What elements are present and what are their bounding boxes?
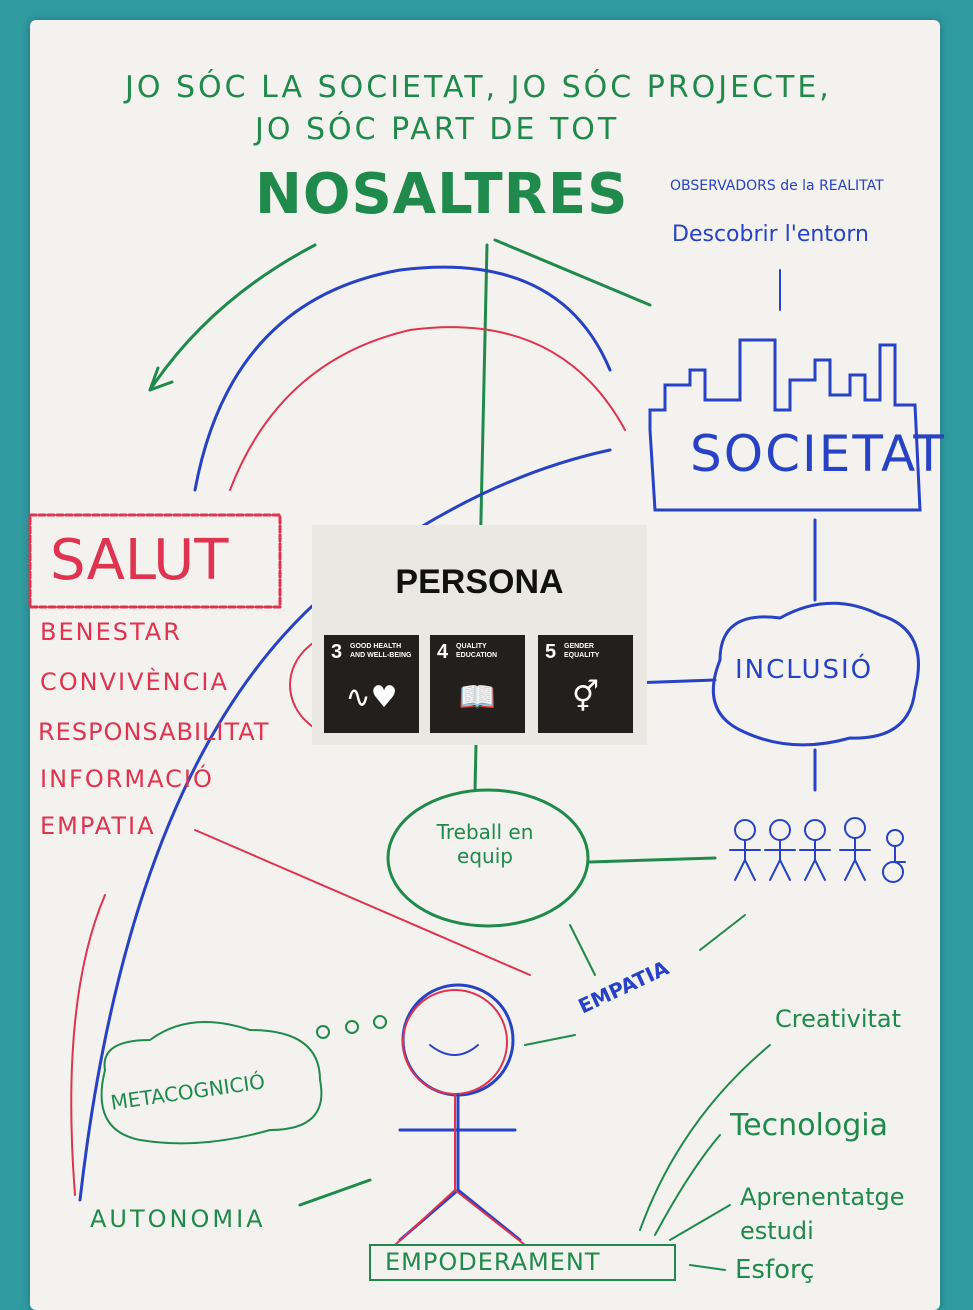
persona-title: PERSONA [395, 563, 564, 601]
branch-esforc: Esforç [735, 1255, 815, 1285]
salut-item: EMPATIA [40, 812, 156, 840]
salut-item: BENESTAR [40, 618, 182, 646]
branch-tecnologia: Tecnologia [730, 1108, 888, 1143]
book-icon: 📖 [458, 680, 497, 715]
salut-label: SALUT [50, 528, 229, 593]
goal-number: 3 [331, 641, 343, 663]
sdg-goal-5: 5 GENDER EQUALITY ⚥ [538, 635, 633, 733]
empowerment-label: EMPODERAMENT [385, 1248, 601, 1276]
sdg-goal-4: 4 QUALITY EDUCATION 📖 [430, 635, 525, 733]
goal-number: 4 [437, 641, 449, 663]
header-line-1: JO SÓC LA SOCIETAT, JO SÓC PROJECTE, [125, 70, 832, 105]
persona-card: PERSONA 3 GOOD HEALTH AND WELL-BEING ∿♥ … [312, 525, 647, 745]
inclusion-label: INCLUSIÓ [735, 655, 874, 685]
goal-label: GENDER EQUALITY [564, 643, 600, 659]
nosaltres-title: NOSALTRES [255, 162, 629, 227]
salut-item: CONVIVÈNCIA [40, 668, 229, 696]
autonomy-label: AUTONOMIA [90, 1205, 266, 1233]
branch-creativitat: Creativitat [775, 1005, 902, 1033]
branch-aprenentatge: Aprenentatge estudi [740, 1183, 905, 1245]
teamwork-label: Treball en equip [436, 820, 534, 868]
gender-icon: ⚥ [571, 680, 600, 715]
header-line-2: JO SÓC PART DE TOT [255, 112, 620, 147]
observadors-note: OBSERVADORS de la REALITAT [670, 178, 884, 194]
heartbeat-icon: ∿♥ [345, 680, 398, 715]
goal-label: QUALITY EDUCATION [456, 643, 498, 659]
salut-item: RESPONSABILITAT [38, 718, 270, 746]
societat-label: SOCIETAT [690, 425, 946, 483]
goal-number: 5 [545, 641, 557, 663]
salut-item: INFORMACIÓ [40, 765, 214, 793]
sdg-goal-3: 3 GOOD HEALTH AND WELL-BEING ∿♥ [324, 635, 419, 733]
goal-label: GOOD HEALTH AND WELL-BEING [350, 643, 412, 659]
descobrir-note: Descobrir l'entorn [672, 222, 869, 247]
